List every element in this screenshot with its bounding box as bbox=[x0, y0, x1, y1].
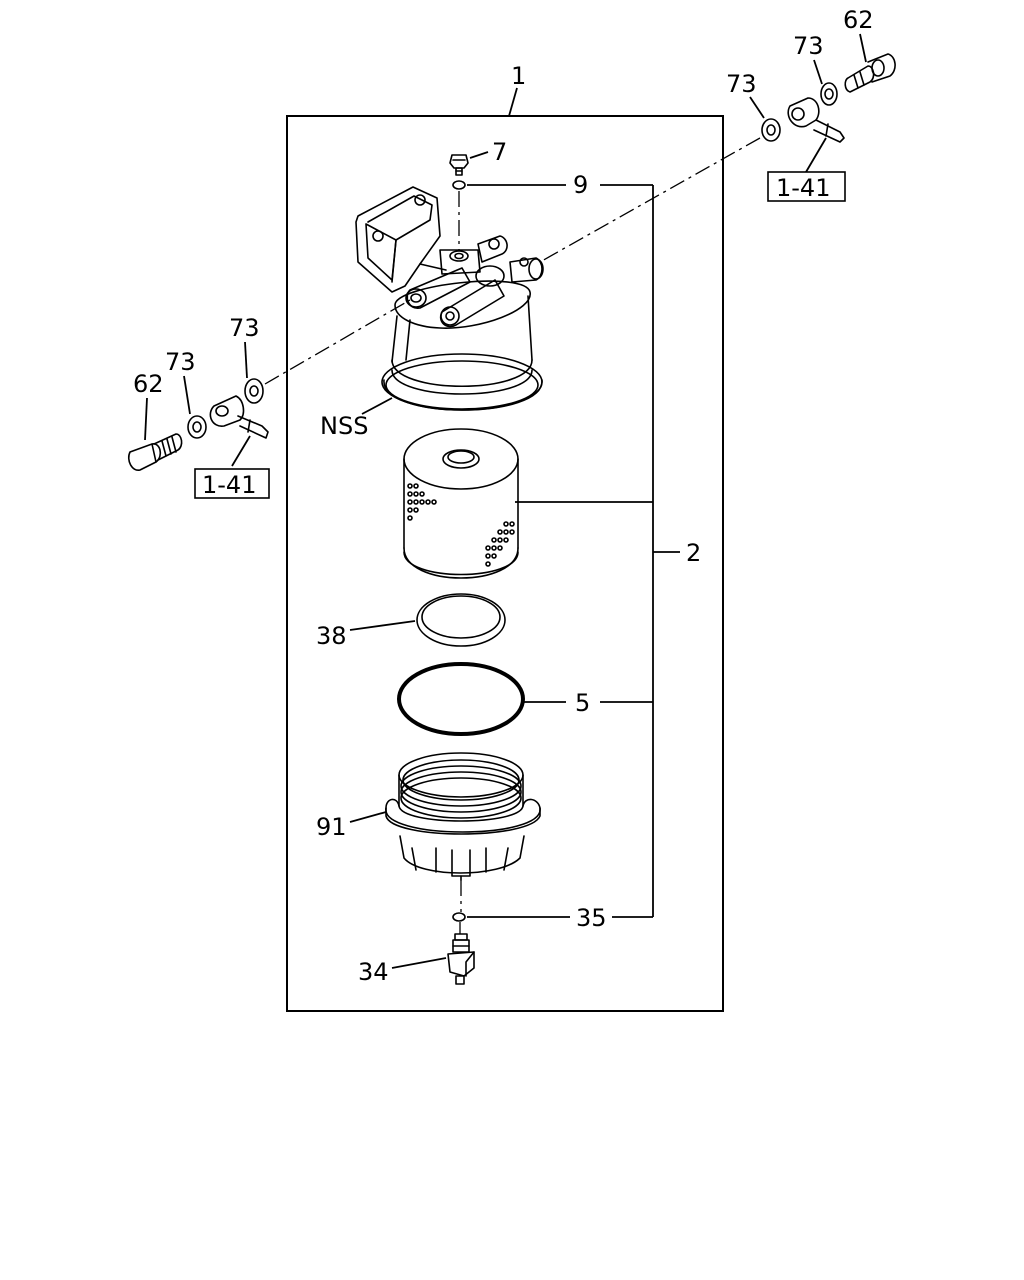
callout-washer-left-inner: 73 bbox=[229, 314, 260, 342]
callout-washer-right-inner: 73 bbox=[726, 70, 757, 98]
ref-box-right bbox=[767, 171, 846, 202]
plug-seal-part bbox=[452, 180, 466, 190]
ref-box-left bbox=[194, 468, 270, 499]
bolt-left-part bbox=[127, 433, 183, 471]
callout-bowl: 91 bbox=[316, 813, 347, 841]
callout-drain-seal: 35 bbox=[576, 904, 607, 932]
o-ring-large-part bbox=[397, 662, 525, 736]
element-perforation-dots bbox=[407, 483, 515, 567]
ref-left: 1-41 bbox=[202, 471, 256, 499]
eye-fitting-right-part bbox=[787, 97, 845, 143]
callout-bolt-left: 62 bbox=[133, 370, 164, 398]
callout-drain-valve: 34 bbox=[358, 958, 389, 986]
filter-head-part bbox=[355, 186, 544, 329]
ref-right: 1-41 bbox=[776, 174, 830, 202]
washer-left-outer-part bbox=[187, 415, 207, 439]
washer-left-inner-part bbox=[244, 378, 264, 404]
callout-element: NSS bbox=[320, 412, 368, 440]
washer-right-outer-part bbox=[820, 82, 838, 106]
washer-right-inner-part bbox=[761, 118, 781, 142]
bowl-part bbox=[385, 752, 541, 881]
drain-valve-part bbox=[447, 933, 475, 985]
callout-assembly: 1 bbox=[511, 62, 526, 90]
kit-bracket bbox=[515, 184, 680, 918]
housing-body-part bbox=[381, 295, 543, 411]
callout-kit: 2 bbox=[686, 539, 701, 567]
callout-bolt-right: 62 bbox=[843, 6, 874, 34]
filter-element-part bbox=[403, 428, 519, 579]
assembly-frame bbox=[286, 115, 724, 1012]
callout-o-ring-large: 5 bbox=[575, 689, 590, 717]
drain-seal-part bbox=[452, 912, 466, 922]
bolt-right-part bbox=[844, 53, 896, 93]
plug-part bbox=[449, 154, 469, 176]
eye-fitting-left-part bbox=[209, 395, 269, 439]
callout-plug-seal: 9 bbox=[573, 171, 588, 199]
callout-washer-left-outer: 73 bbox=[165, 348, 196, 376]
callout-o-ring-small: 38 bbox=[316, 622, 347, 650]
o-ring-small-part bbox=[416, 593, 506, 647]
callout-plug: 7 bbox=[492, 138, 507, 166]
callout-washer-right-outer: 73 bbox=[793, 32, 824, 60]
